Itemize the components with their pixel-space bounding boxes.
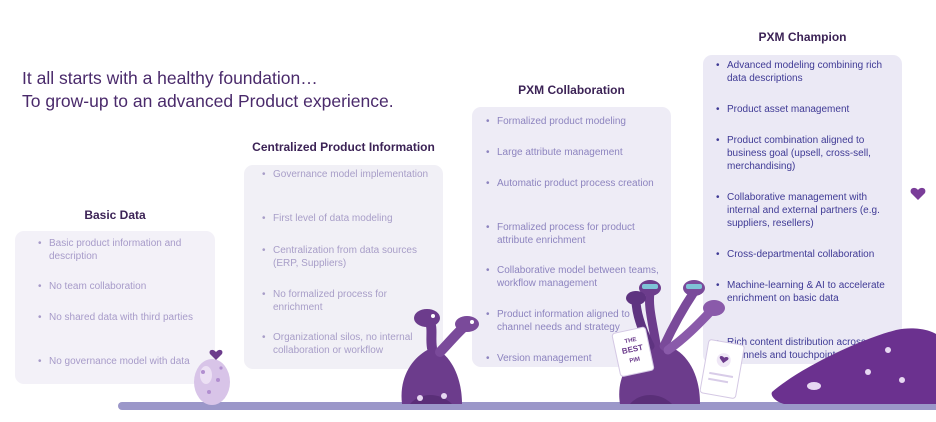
- list-item: Basic product information and descriptio…: [35, 237, 205, 263]
- stage-title-centralized: Centralized Product Information: [252, 140, 435, 154]
- stage-card-basic-data: Basic product information and descriptio…: [15, 231, 215, 384]
- list-item: Product information aligned to channel n…: [483, 308, 661, 334]
- list-item: No formalized process for enrichment: [259, 288, 431, 314]
- list-item: Automatic product process creation: [483, 177, 661, 190]
- sign-text-pim: PIM: [629, 357, 641, 365]
- egg-illustration: [194, 349, 230, 405]
- list-item: Formalized process for product attribute…: [483, 221, 661, 247]
- list-item: Machine-learning & AI to accelerate enri…: [713, 279, 895, 305]
- list-item: No governance model with data: [35, 355, 205, 368]
- stage-card-pxm-champion: Advanced modeling combining rich data de…: [703, 55, 902, 364]
- heart-icon: [719, 356, 729, 364]
- best-pim-sign-illustration: THE BEST PIM: [611, 326, 655, 377]
- list-item: Product asset management: [713, 103, 895, 116]
- stage-title-pxm-collaboration: PXM Collaboration: [518, 83, 625, 97]
- headline-line-2: To grow-up to an advanced Product experi…: [22, 91, 394, 111]
- list-item: Product combination aligned to business …: [713, 134, 895, 173]
- list-item: Advanced modeling combining rich data de…: [713, 59, 895, 85]
- sign-text-best: BEST: [621, 343, 644, 356]
- list-item: No shared data with third parties: [35, 311, 205, 324]
- stage-title-pxm-champion: PXM Champion: [758, 30, 847, 44]
- headline-line-1: It all starts with a healthy foundation…: [22, 68, 318, 88]
- champion-mascot-tail-illustration: [771, 328, 936, 404]
- heart-icon: [910, 187, 926, 200]
- list-item: No team collaboration: [35, 280, 205, 293]
- stage-title-basic-data: Basic Data: [84, 208, 146, 222]
- list-item: Governance model implementation: [259, 168, 431, 181]
- headline: It all starts with a healthy foundation……: [22, 67, 394, 113]
- list-item: Collaborative model between teams, workf…: [483, 264, 661, 290]
- document-illustration: [699, 339, 745, 399]
- ground-line: [118, 402, 936, 410]
- list-item: Cross-departmental collaboration: [713, 248, 895, 261]
- list-item: Collaborative management with internal a…: [713, 191, 895, 230]
- list-item: Large attribute management: [483, 146, 661, 159]
- list-item: Organizational silos, no internal collab…: [259, 331, 431, 357]
- sign-text-the: THE: [624, 337, 637, 345]
- list-item: Version management: [483, 352, 661, 365]
- heart-icon: [209, 349, 223, 360]
- two-headed-mascot-illustration: [401, 309, 479, 404]
- list-item: First level of data modeling: [259, 212, 431, 225]
- list-item: Formalized product modeling: [483, 115, 661, 128]
- stage-card-centralized: Governance model implementation First le…: [244, 165, 443, 369]
- list-item: Centralization from data sources (ERP, S…: [259, 244, 431, 270]
